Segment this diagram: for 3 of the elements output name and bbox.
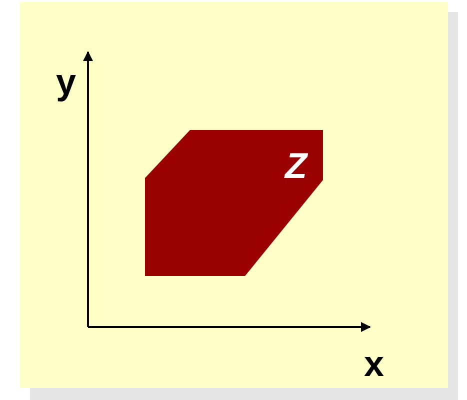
axis-label: y — [56, 64, 76, 100]
axis-label: x — [364, 346, 384, 382]
shape-label: Z — [285, 148, 307, 184]
